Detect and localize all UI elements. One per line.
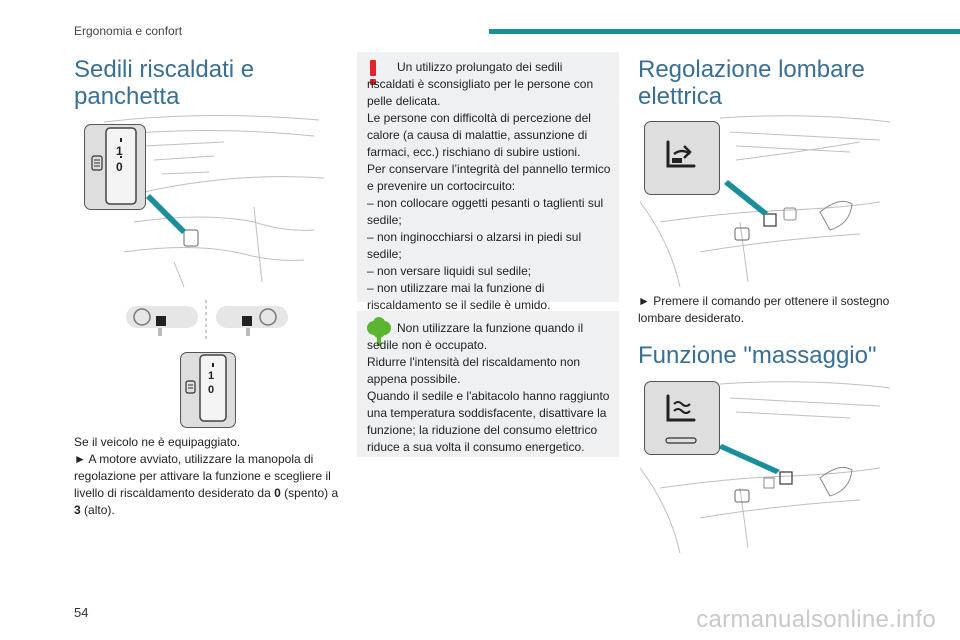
eco-line-3: Quando il sedile e l'abitacolo hanno rag… (367, 389, 610, 454)
dial-label-1: 1 (116, 144, 123, 158)
massage-icon (665, 394, 697, 444)
seat-heat-icon-small (185, 380, 196, 394)
lumbar-seat-illustration (639, 115, 891, 288)
left-title-wrap: Sedili riscaldati e panchetta (74, 56, 334, 110)
lumbar-instruction: ► Premere il comando per ottenere il sos… (638, 294, 890, 325)
massage-title: Funzione "massaggio" (638, 342, 877, 369)
exclamation-icon (370, 60, 376, 85)
warning-line-4: – non collocare oggetti pesanti o taglie… (367, 196, 604, 227)
lumbar-title: Regolazione lombare elettrica (638, 56, 865, 110)
warning-line-3: Per conservare l’integrità del pannello … (367, 162, 611, 193)
header-accent-bar (489, 29, 960, 34)
warning-text: Un utilizzo prolungato dei sedili riscal… (367, 59, 613, 314)
warning-line-2: Le persone con difficoltà di percezione … (367, 111, 591, 159)
value-high: 3 (74, 503, 81, 517)
instruction-text: ► A motore avviato, utilizzare la manopo… (74, 452, 331, 500)
lumbar-title-wrap: Regolazione lombare elettrica (638, 56, 898, 110)
heated-seats-title: Sedili riscaldati e panchetta (74, 56, 255, 110)
eco-box: Non utilizzare la funzione quando il sed… (357, 311, 619, 457)
word-off: (spento) a (280, 486, 339, 500)
lumbar-support-icon (666, 140, 696, 168)
lumbar-body: ► Premere il comando per ottenere il sos… (638, 293, 908, 327)
heating-instruction: ► A motore avviato, utilizzare la manopo… (74, 451, 346, 519)
steering-wheel-icon-right (259, 308, 277, 326)
warning-box: Un utilizzo prolungato dei sedili riscal… (357, 52, 619, 312)
section-header: Ergonomia e confort (74, 24, 183, 38)
warning-line-7: – non utilizzare mai la funzione di risc… (367, 281, 551, 312)
heated-seat-dial (91, 127, 137, 205)
eco-text: Non utilizzare la funzione quando il sed… (367, 320, 613, 456)
warning-line-6: – non versare liquidi sul sedile; (367, 264, 532, 278)
massage-title-wrap: Funzione "massaggio" (638, 342, 928, 369)
eco-line-1: Non utilizzare la funzione quando il sed… (367, 321, 584, 352)
steering-layout-diagram (126, 300, 288, 340)
warning-line-5: – non inginocchiarsi o alzarsi in piedi … (367, 230, 582, 261)
left-body: Se il veicolo ne è equipaggiato. ► A mot… (74, 434, 346, 519)
heated-seat-dial-small (185, 354, 227, 422)
eco-line-2: Ridurre l'intensità del riscaldamento no… (367, 355, 581, 386)
small-dial-label-1: 1 (208, 370, 215, 382)
word-high: (alto). (80, 503, 115, 517)
watermark: carmanualsonline.info (696, 606, 936, 633)
equipment-note: Se il veicolo ne è equipaggiato. (74, 435, 241, 449)
massage-seat-illustration (639, 381, 891, 554)
page-number: 54 (74, 605, 89, 620)
steering-wheel-icon-left (133, 308, 151, 326)
tree-icon (367, 317, 391, 346)
warning-line-1: Un utilizzo prolungato dei sedili riscal… (367, 60, 594, 108)
dial-label-0: 0 (116, 160, 123, 174)
small-dial-label-0: 0 (208, 384, 215, 396)
value-off: 0 (274, 486, 281, 500)
seat-heat-icon (91, 155, 103, 171)
